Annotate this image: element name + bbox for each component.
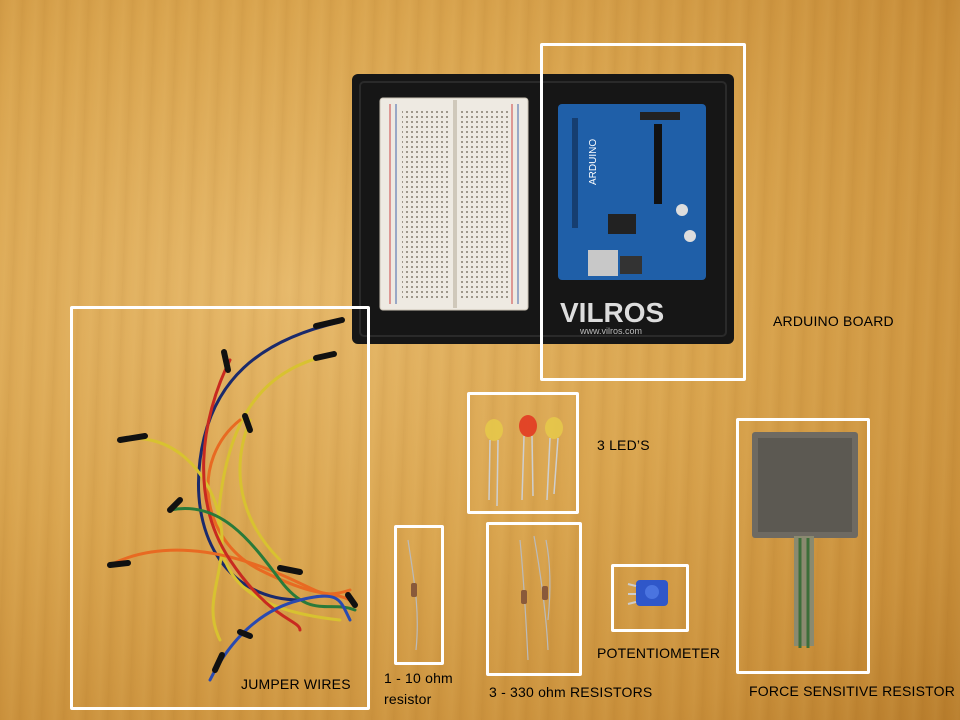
label-resistors-330ohm: 3 - 330 ohm RESISTORS xyxy=(489,684,653,700)
highlight-potentiometer xyxy=(611,564,689,632)
label-leds: 3 LED’S xyxy=(597,437,650,453)
label-jumper-wires: JUMPER WIRES xyxy=(241,676,351,692)
label-potentiometer: POTENTIOMETER xyxy=(597,645,721,661)
resistor-10ohm xyxy=(407,539,418,651)
label-resistor-10ohm-line1: 1 - 10 ohm xyxy=(384,670,453,686)
resistors-330ohm xyxy=(519,535,551,661)
highlight-resistors-330ohm xyxy=(486,522,582,676)
label-resistor-10ohm-line2: resistor xyxy=(384,691,432,707)
arduino-uno: ARDUINO xyxy=(558,104,706,280)
label-arduino-board: ARDUINO BOARD xyxy=(773,313,894,329)
highlight-arduino-board xyxy=(540,43,746,381)
highlight-leds xyxy=(467,392,579,514)
board-url: www.vilros.com xyxy=(579,326,642,336)
force-sensitive-resistor xyxy=(752,432,858,648)
svg-text:ARDUINO: ARDUINO xyxy=(588,139,599,185)
highlight-resistor-10ohm xyxy=(394,525,444,665)
jumper-wires xyxy=(107,317,358,682)
highlight-force-sensitive-resistor xyxy=(736,418,870,674)
leds xyxy=(485,415,563,507)
breadboard xyxy=(379,97,529,311)
board-brand: VILROS xyxy=(560,297,664,328)
potentiometer xyxy=(627,580,668,606)
label-force-sensitive-resistor: FORCE SENSITIVE RESISTOR xyxy=(749,683,956,699)
highlight-jumper-wires xyxy=(70,306,370,710)
